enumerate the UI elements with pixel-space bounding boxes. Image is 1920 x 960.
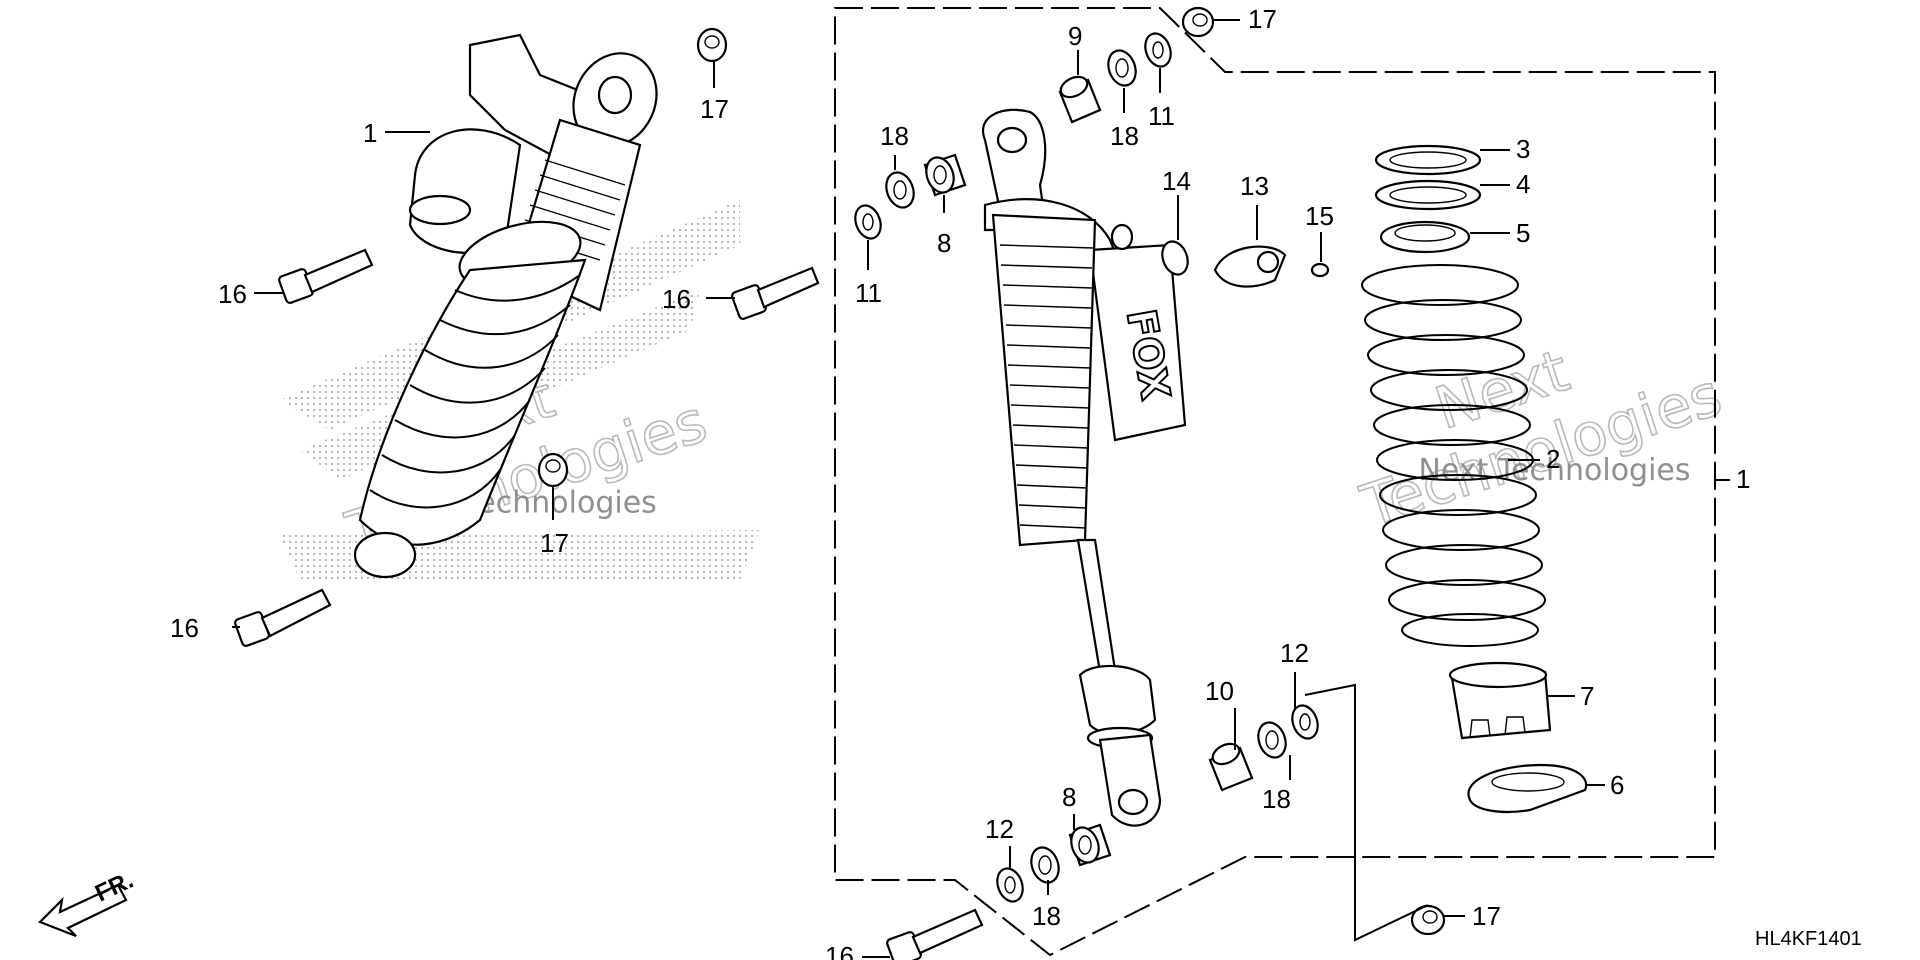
spring-2 xyxy=(1361,264,1546,647)
seal-18-top xyxy=(1107,49,1137,87)
assembly-boundary xyxy=(834,7,1716,957)
spring-seat-6 xyxy=(1467,763,1588,814)
callout-1-left: 1 xyxy=(363,118,377,148)
callout-12-bottom: 12 xyxy=(985,814,1014,844)
callout-16-c: 16 xyxy=(662,284,691,314)
bolt-lower-center xyxy=(886,908,984,960)
bolt-lower-left xyxy=(234,588,332,647)
callout-4: 4 xyxy=(1516,169,1530,199)
callout-1-right: 1 xyxy=(1736,464,1750,494)
callout-16-a: 16 xyxy=(218,279,247,309)
washer-11-mid xyxy=(854,204,882,240)
bearing-8-bottom xyxy=(1068,823,1112,867)
diagram-code: HL4KF1401 xyxy=(1755,928,1862,950)
callout-13: 13 xyxy=(1240,171,1269,201)
callout-18-c: 18 xyxy=(1262,784,1291,814)
nut-mid-left xyxy=(537,452,569,488)
spring-seat-3 xyxy=(1374,144,1482,176)
callout-11-mid: 11 xyxy=(855,278,882,308)
collar-9 xyxy=(1058,75,1102,124)
front-direction-arrow: FR. xyxy=(38,867,138,938)
callout-2: 2 xyxy=(1546,444,1560,474)
callout-18-d: 18 xyxy=(1032,901,1061,931)
washer-11-top xyxy=(1144,32,1172,68)
bolt-upper-center xyxy=(731,266,820,320)
callout-10: 10 xyxy=(1205,676,1234,706)
seal-18-right xyxy=(1257,721,1287,759)
svg-text:Next Technologies: Next Technologies xyxy=(1418,453,1690,488)
screw-15 xyxy=(1310,262,1330,278)
callout-18-b: 18 xyxy=(880,121,909,151)
washer-12-right xyxy=(1291,704,1319,740)
spring-collar-7 xyxy=(1448,661,1552,740)
callout-9: 9 xyxy=(1068,21,1082,51)
nut-top-right xyxy=(1181,6,1215,38)
callout-6: 6 xyxy=(1610,770,1624,800)
o-ring-14 xyxy=(1161,240,1189,276)
callout-17-d: 17 xyxy=(1472,901,1501,931)
seal-18-bottom xyxy=(1030,846,1060,884)
assembled-shock-absorber xyxy=(353,33,658,579)
callout-7: 7 xyxy=(1580,681,1594,711)
callout-3: 3 xyxy=(1516,134,1530,164)
callout-14: 14 xyxy=(1162,166,1191,196)
callout-8-top: 8 xyxy=(937,228,951,258)
callout-17-a: 17 xyxy=(700,94,729,124)
callout-5: 5 xyxy=(1516,218,1530,248)
leader-lines xyxy=(232,19,1730,958)
collar-10 xyxy=(1208,742,1254,792)
seal-18-mid xyxy=(885,171,915,209)
callout-16-b: 16 xyxy=(170,613,199,643)
watermark-right: Next Technologies Next Technologies xyxy=(1352,335,1730,541)
callout-11-top: 11 xyxy=(1148,101,1175,131)
spring-seat-5 xyxy=(1379,220,1471,254)
callout-16-d: 16 xyxy=(825,941,854,960)
damper-body: FOX xyxy=(982,108,1187,827)
washer-12-bottom xyxy=(996,867,1024,903)
callout-17-c: 17 xyxy=(1248,4,1277,34)
callout-8-bottom: 8 xyxy=(1062,782,1076,812)
callout-18-a: 18 xyxy=(1110,121,1139,151)
callout-12-right: 12 xyxy=(1280,638,1309,668)
callout-17-b: 17 xyxy=(540,528,569,558)
nut-top-left xyxy=(696,27,728,63)
adjuster-knob-13 xyxy=(1213,245,1287,288)
bolt-upper-left xyxy=(278,248,374,304)
spring-seat-4 xyxy=(1374,179,1482,211)
bearing-8-top xyxy=(923,153,967,197)
callout-15: 15 xyxy=(1305,201,1334,231)
